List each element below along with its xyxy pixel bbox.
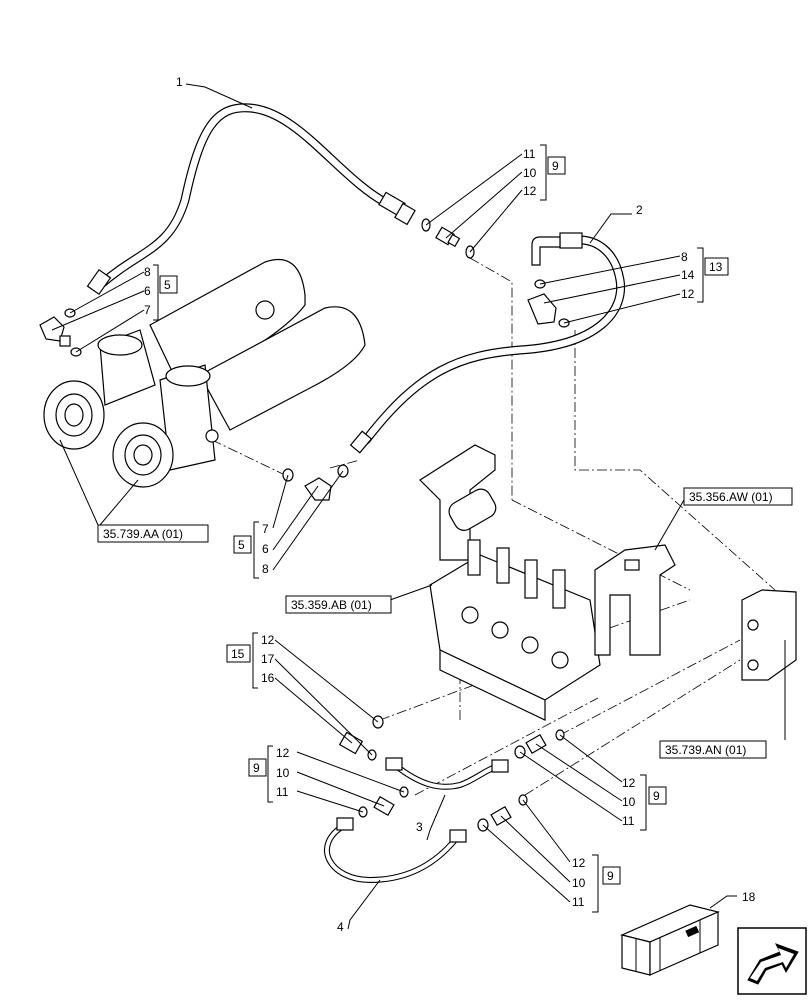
svg-text:15: 15 [231, 647, 245, 661]
svg-text:5: 5 [164, 278, 171, 292]
svg-text:9: 9 [607, 869, 614, 883]
svg-text:6: 6 [262, 542, 269, 556]
bracket-aw [594, 544, 676, 656]
svg-text:11: 11 [523, 147, 536, 161]
svg-text:5: 5 [238, 538, 245, 552]
group-left-9: 12 10 11 9 [248, 745, 290, 803]
svg-text:9: 9 [653, 789, 660, 803]
hose-2[interactable] [349, 232, 626, 454]
kit-crate-icon [620, 904, 720, 976]
svg-text:10: 10 [523, 166, 537, 180]
svg-text:35.356.AW (01): 35.356.AW (01) [689, 490, 773, 504]
svg-text:35.739.AN (01): 35.739.AN (01) [665, 743, 746, 757]
group-right-9a: 12 10 11 9 [622, 774, 667, 831]
group-mid-5: 7 6 8 5 [233, 521, 269, 579]
callout-2: 2 [636, 203, 643, 217]
svg-text:11: 11 [622, 814, 635, 828]
group-13: 8 14 12 13 [681, 247, 729, 303]
svg-text:35.739.AA (01): 35.739.AA (01) [103, 527, 183, 541]
next-page-arrow-icon[interactable] [737, 927, 807, 995]
svg-text:12: 12 [572, 856, 586, 870]
svg-text:12: 12 [523, 184, 537, 198]
svg-text:10: 10 [276, 766, 290, 780]
svg-text:13: 13 [709, 260, 723, 274]
svg-text:9: 9 [253, 761, 260, 775]
tube-3[interactable] [385, 757, 509, 790]
group-right-9b: 12 10 11 9 [572, 854, 621, 913]
ref-35-359-ab[interactable]: 35.359.AB (01) [285, 595, 392, 614]
group-15: 12 17 16 15 [226, 632, 275, 689]
cylinder-assembly [43, 258, 366, 488]
svg-text:8: 8 [262, 562, 269, 576]
svg-text:35.359.AB (01): 35.359.AB (01) [291, 598, 372, 612]
hose1-seals-right [421, 218, 475, 259]
svg-text:12: 12 [681, 287, 695, 301]
svg-text:16: 16 [261, 671, 275, 685]
group-left-5: 8 6 7 5 [144, 264, 178, 321]
callout-18: 18 [742, 890, 756, 904]
callout-3: 3 [416, 820, 423, 834]
svg-text:8: 8 [144, 265, 151, 279]
svg-text:6: 6 [144, 284, 151, 298]
hose1-seals-left [39, 308, 82, 357]
svg-text:14: 14 [681, 268, 695, 282]
tube-fittings [338, 715, 565, 832]
svg-text:11: 11 [572, 895, 585, 909]
svg-text:12: 12 [261, 633, 275, 647]
svg-text:9: 9 [552, 159, 559, 173]
ref-35-356-aw[interactable]: 35.356.AW (01) [683, 487, 793, 506]
svg-text:8: 8 [681, 250, 688, 264]
hose2-fittings [527, 279, 570, 328]
callout-1: 1 [176, 75, 183, 89]
bracket-an [741, 589, 797, 681]
svg-text:12: 12 [622, 776, 636, 790]
svg-text:7: 7 [144, 303, 151, 317]
ref-35-739-an[interactable]: 35.739.AN (01) [659, 740, 767, 759]
svg-text:12: 12 [276, 746, 290, 760]
cylinder-port-fittings [282, 464, 349, 501]
svg-text:7: 7 [262, 522, 269, 536]
svg-text:10: 10 [572, 876, 586, 890]
svg-text:10: 10 [622, 795, 636, 809]
svg-text:11: 11 [276, 785, 289, 799]
control-valve [419, 444, 601, 721]
callout-4: 4 [337, 920, 344, 934]
svg-text:17: 17 [261, 652, 275, 666]
group-top-9: 11 10 12 9 [523, 144, 566, 201]
hose-1[interactable] [86, 103, 416, 296]
tube-4[interactable] [323, 817, 467, 883]
leader-lines [51, 83, 786, 930]
ref-35-739-aa[interactable]: 35.739.AA (01) [97, 524, 209, 543]
part-numbers: 1 2 3 4 18 [176, 75, 756, 934]
